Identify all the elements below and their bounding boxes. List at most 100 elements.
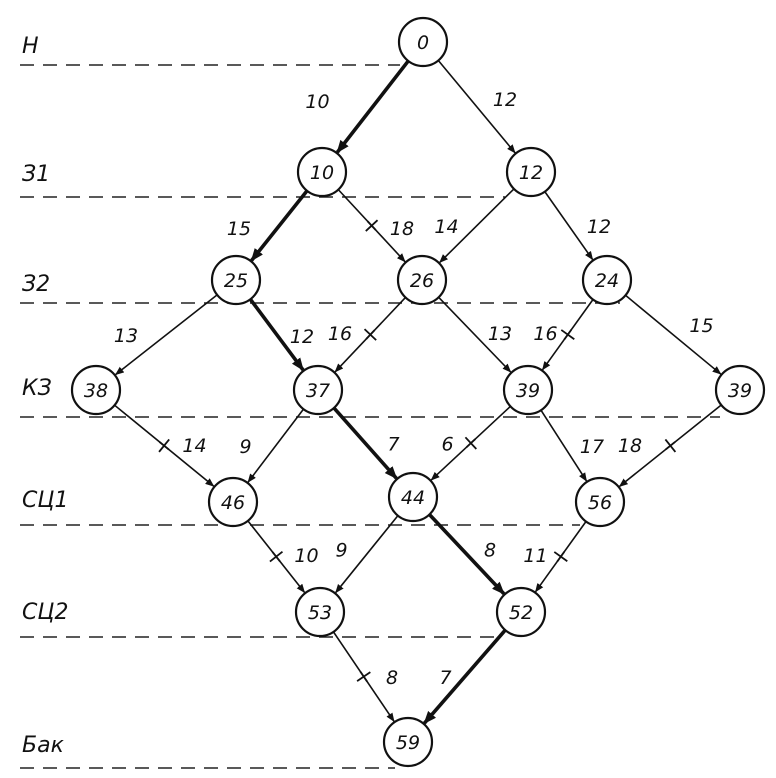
node-circle: [294, 586, 346, 638]
edge-label-n37-n46: 9: [239, 436, 251, 458]
edge-label-n38-n46: 14: [182, 435, 206, 457]
node-circle: [505, 146, 557, 198]
edge-n25-n37: [248, 298, 305, 372]
node-circle: [714, 364, 766, 416]
node-circle: [292, 364, 344, 416]
edge-n37-n44: [332, 406, 398, 480]
edge-n39a-n56: [540, 409, 588, 482]
node-n53: 53: [294, 586, 346, 638]
edge-label-n53-n59: 8: [386, 667, 398, 689]
node-n38: 38: [70, 364, 122, 416]
level-label-z1: З1: [22, 162, 50, 187]
node-label: 46: [221, 492, 245, 514]
edge-n52-n59: [423, 628, 507, 725]
node-n44: 44: [387, 471, 439, 523]
edge-label-n26-n39a: 13: [488, 323, 512, 345]
nodes: 0 10 12 25 26 24 38 37 39 39 46 44 56 53 52 59: [70, 16, 766, 768]
edge-label-n12-n26: 14: [434, 216, 458, 238]
edge-label-n39a-n44: 6: [441, 434, 453, 456]
node-circle: [210, 254, 262, 306]
edge-n24-n39b: [624, 294, 722, 375]
node-label: 56: [588, 492, 612, 514]
node-circle: [581, 254, 633, 306]
node-label: 26: [410, 270, 434, 292]
edge-n12-n26: [439, 188, 515, 264]
node-label: 39: [728, 380, 752, 402]
edge-label-n37-n44: 7: [387, 434, 399, 456]
node-n59: 59: [382, 716, 434, 768]
node-circle: [207, 476, 259, 528]
edge-label-n39b-n56: 18: [618, 435, 642, 457]
node-circle: [397, 16, 449, 68]
cross-mark: [665, 441, 676, 451]
node-label: 0: [417, 32, 429, 54]
node-n39a: 39: [502, 364, 554, 416]
node-circle: [70, 364, 122, 416]
node-label: 59: [396, 732, 420, 754]
edge-label-n10-n26: 18: [390, 218, 414, 240]
cross-mark: [366, 220, 377, 231]
node-label: 12: [519, 162, 543, 184]
node-circle: [387, 471, 439, 523]
cross-mark: [365, 329, 376, 340]
node-circle: [296, 146, 348, 198]
node-label: 37: [306, 380, 330, 402]
cross-mark: [359, 671, 368, 683]
edge-label-n52-n59: 7: [439, 667, 451, 689]
level-label-bak: Бак: [22, 733, 65, 758]
node-n12: 12: [505, 146, 557, 198]
node-circle: [502, 364, 554, 416]
cross-mark: [158, 441, 170, 451]
node-label: 52: [509, 602, 533, 624]
edge-n26-n39a: [438, 296, 512, 373]
node-n46: 46: [207, 476, 259, 528]
edge-label-n0-n10: 10: [305, 91, 329, 113]
node-n39b: 39: [714, 364, 766, 416]
edge-n25-n38: [114, 294, 218, 376]
node-n10: 10: [296, 146, 348, 198]
node-n52: 52: [495, 586, 547, 638]
level-label-sc1: СЦ1: [22, 488, 68, 513]
edge-label-n44-n53: 9: [335, 540, 347, 562]
node-n37: 37: [292, 364, 344, 416]
node-n26: 26: [396, 254, 448, 306]
edge-label-n56-n52: 11: [523, 545, 547, 567]
edge-label-n24-n39a: 16: [533, 323, 557, 345]
edge-label-n26-n37: 16: [328, 323, 352, 345]
edge-n0-n10: [335, 59, 410, 154]
cross-mark: [271, 551, 281, 562]
level-label-h: Н: [22, 34, 39, 59]
node-n0: 0: [397, 16, 449, 68]
node-label: 38: [84, 380, 108, 402]
node-label: 39: [516, 380, 540, 402]
node-circle: [495, 586, 547, 638]
edge-label-n10-n25: 15: [227, 218, 251, 240]
edge-label-n24-n39b: 15: [689, 315, 713, 337]
node-label: 53: [308, 602, 332, 624]
edge-n12-n24: [544, 191, 594, 261]
edge-n44-n52: [428, 513, 506, 596]
node-label: 10: [310, 162, 334, 184]
node-circle: [382, 716, 434, 768]
edge-label-n25-n38: 13: [114, 325, 138, 347]
node-n56: 56: [574, 476, 626, 528]
level-label-z2: З2: [22, 272, 50, 297]
edge-n37-n46: [247, 408, 305, 483]
edge-label-n25-n37: 12: [290, 326, 314, 348]
edge-label-n12-n24: 12: [587, 216, 611, 238]
edge-n10-n25: [250, 189, 309, 262]
node-circle: [574, 476, 626, 528]
edges: [114, 59, 722, 725]
cross-mark: [556, 551, 566, 562]
node-n25: 25: [210, 254, 262, 306]
edge-label-n0-n12: 12: [493, 89, 517, 111]
node-label: 24: [595, 270, 619, 292]
level-label-kz: КЗ: [22, 376, 52, 401]
edge-n44-n53: [335, 515, 399, 594]
level-label-sc2: СЦ2: [22, 600, 68, 625]
node-circle: [396, 254, 448, 306]
edge-label-n39a-n56: 17: [580, 436, 604, 458]
